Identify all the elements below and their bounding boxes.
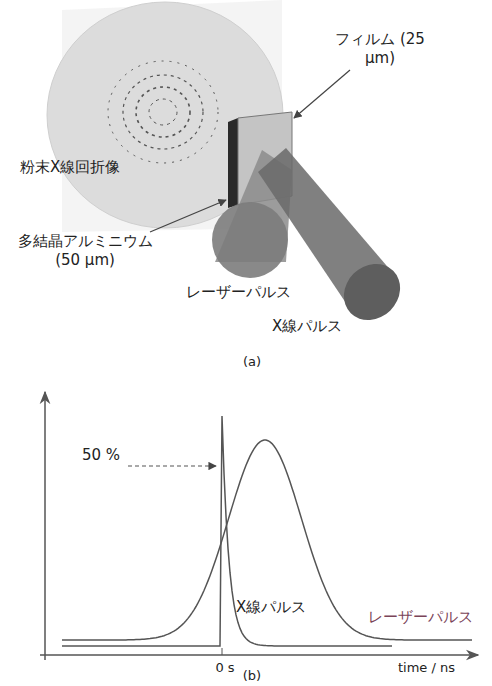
leader-line: [150, 200, 226, 232]
leader-line: [294, 70, 350, 118]
half-max-arrow: [128, 465, 216, 466]
part-label: レーザーパルス: [186, 283, 316, 302]
axis-tick-label: 0 s: [205, 660, 245, 676]
xray-beam-end: [332, 252, 411, 331]
panel-label: (a): [232, 354, 272, 370]
aluminium-plate: [228, 118, 238, 208]
part-label: 多結晶アルミニウム (50 μm): [10, 232, 160, 270]
xray-pulse-curve: [62, 416, 392, 646]
time-zero-tick: [222, 648, 223, 655]
part-label: X線パルス: [272, 317, 382, 336]
diffraction-rings: [108, 61, 218, 163]
part-label: 粉末X線回折像: [20, 158, 170, 177]
axis-title: time / ns: [398, 660, 488, 676]
laser-beam-end: [212, 202, 288, 278]
curve-label: X線パルス: [236, 598, 336, 617]
curve-label: レーザーパルス: [368, 608, 488, 627]
x-axis: [40, 654, 478, 656]
value-label: 50 %: [82, 446, 142, 465]
part-label: フィルム (25 μm): [335, 30, 425, 68]
panel-label: (b): [232, 668, 272, 684]
y-axis: [44, 392, 46, 660]
